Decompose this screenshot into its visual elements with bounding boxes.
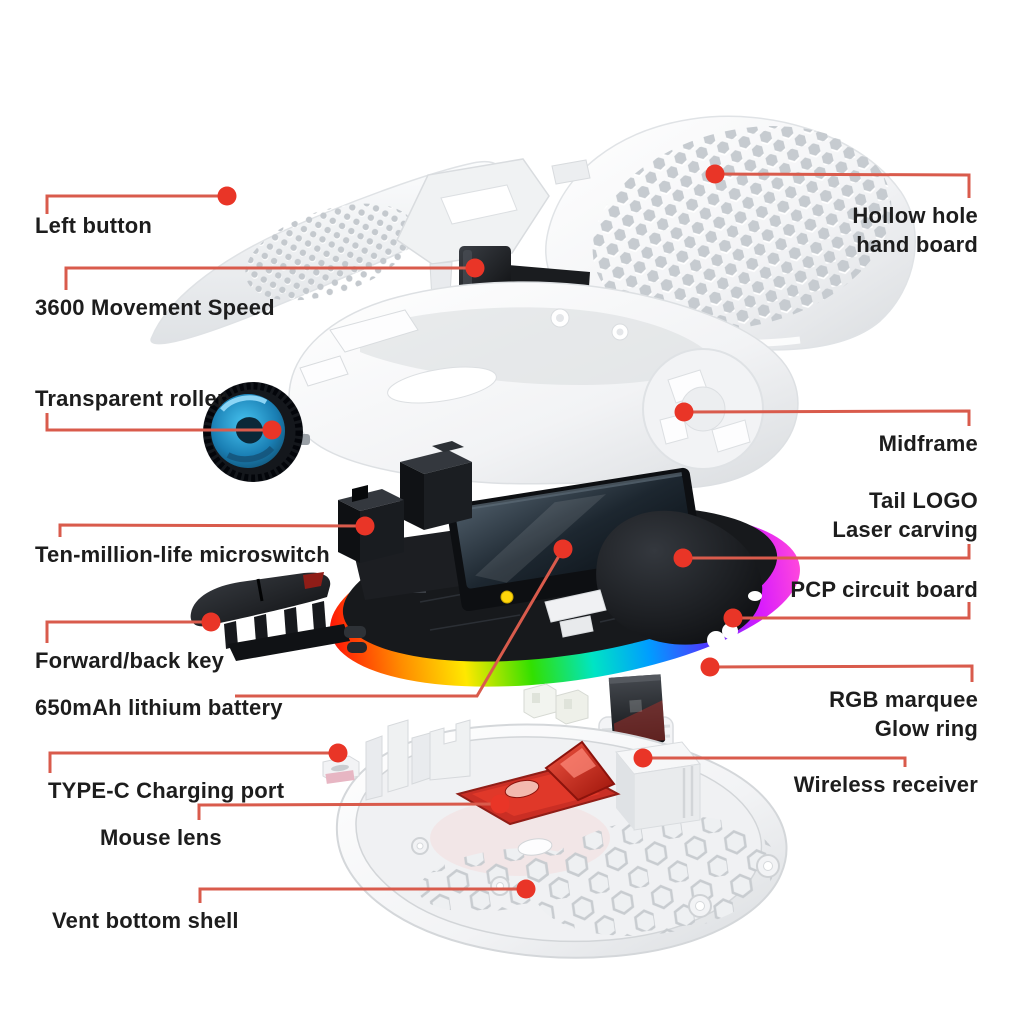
side-keys-part xyxy=(190,572,367,661)
microswitch-part xyxy=(338,441,472,563)
leader-vent-bottom-shell xyxy=(198,887,526,903)
leader-dot-hollow-hole-board xyxy=(705,164,725,184)
leader-mouse-lens xyxy=(197,802,501,820)
leader-dot-movement-speed xyxy=(465,258,485,278)
leader-movement-speed xyxy=(64,266,475,290)
leader-wireless-receiver xyxy=(643,756,907,767)
leader-type-c-port xyxy=(48,751,338,773)
leader-dot-transparent-roller xyxy=(262,420,282,440)
scroll-wheel-part xyxy=(203,382,310,482)
leader-tail-logo xyxy=(683,544,971,560)
connector-part xyxy=(523,683,589,725)
leader-forward-back-key xyxy=(45,620,211,643)
leader-transparent-roller xyxy=(45,413,272,432)
type-c-port-part xyxy=(322,755,360,784)
pcb-assembly-part xyxy=(330,467,800,687)
leader-dot-mouse-lens xyxy=(490,794,510,814)
leader-dot-left-button xyxy=(217,186,237,206)
leader-pcp-circuit-board xyxy=(733,602,971,620)
leader-dot-vent-bottom-shell xyxy=(516,879,536,899)
leader-dot-tail-logo xyxy=(673,548,693,568)
leader-midframe xyxy=(683,409,971,426)
leaders-group xyxy=(45,164,974,903)
tail-cover-part xyxy=(596,510,763,645)
leader-rgb-marquee xyxy=(709,664,974,682)
leader-dot-forward-back-key xyxy=(201,612,221,632)
leader-dot-midframe xyxy=(674,402,694,422)
midframe-part xyxy=(288,281,799,489)
leader-dot-rgb-marquee xyxy=(700,657,720,677)
leader-lithium-battery xyxy=(235,548,565,698)
leader-dot-pcp-circuit-board xyxy=(723,608,743,628)
leader-dot-type-c-port xyxy=(328,743,348,763)
leader-microswitch xyxy=(58,523,366,537)
leader-left-button xyxy=(45,194,227,214)
button-bracket-part xyxy=(396,158,591,319)
leader-dot-lithium-battery xyxy=(553,539,573,559)
leader-dot-wireless-receiver xyxy=(633,748,653,768)
leader-hollow-hole-board xyxy=(714,172,971,198)
leader-dot-microswitch xyxy=(355,516,375,536)
